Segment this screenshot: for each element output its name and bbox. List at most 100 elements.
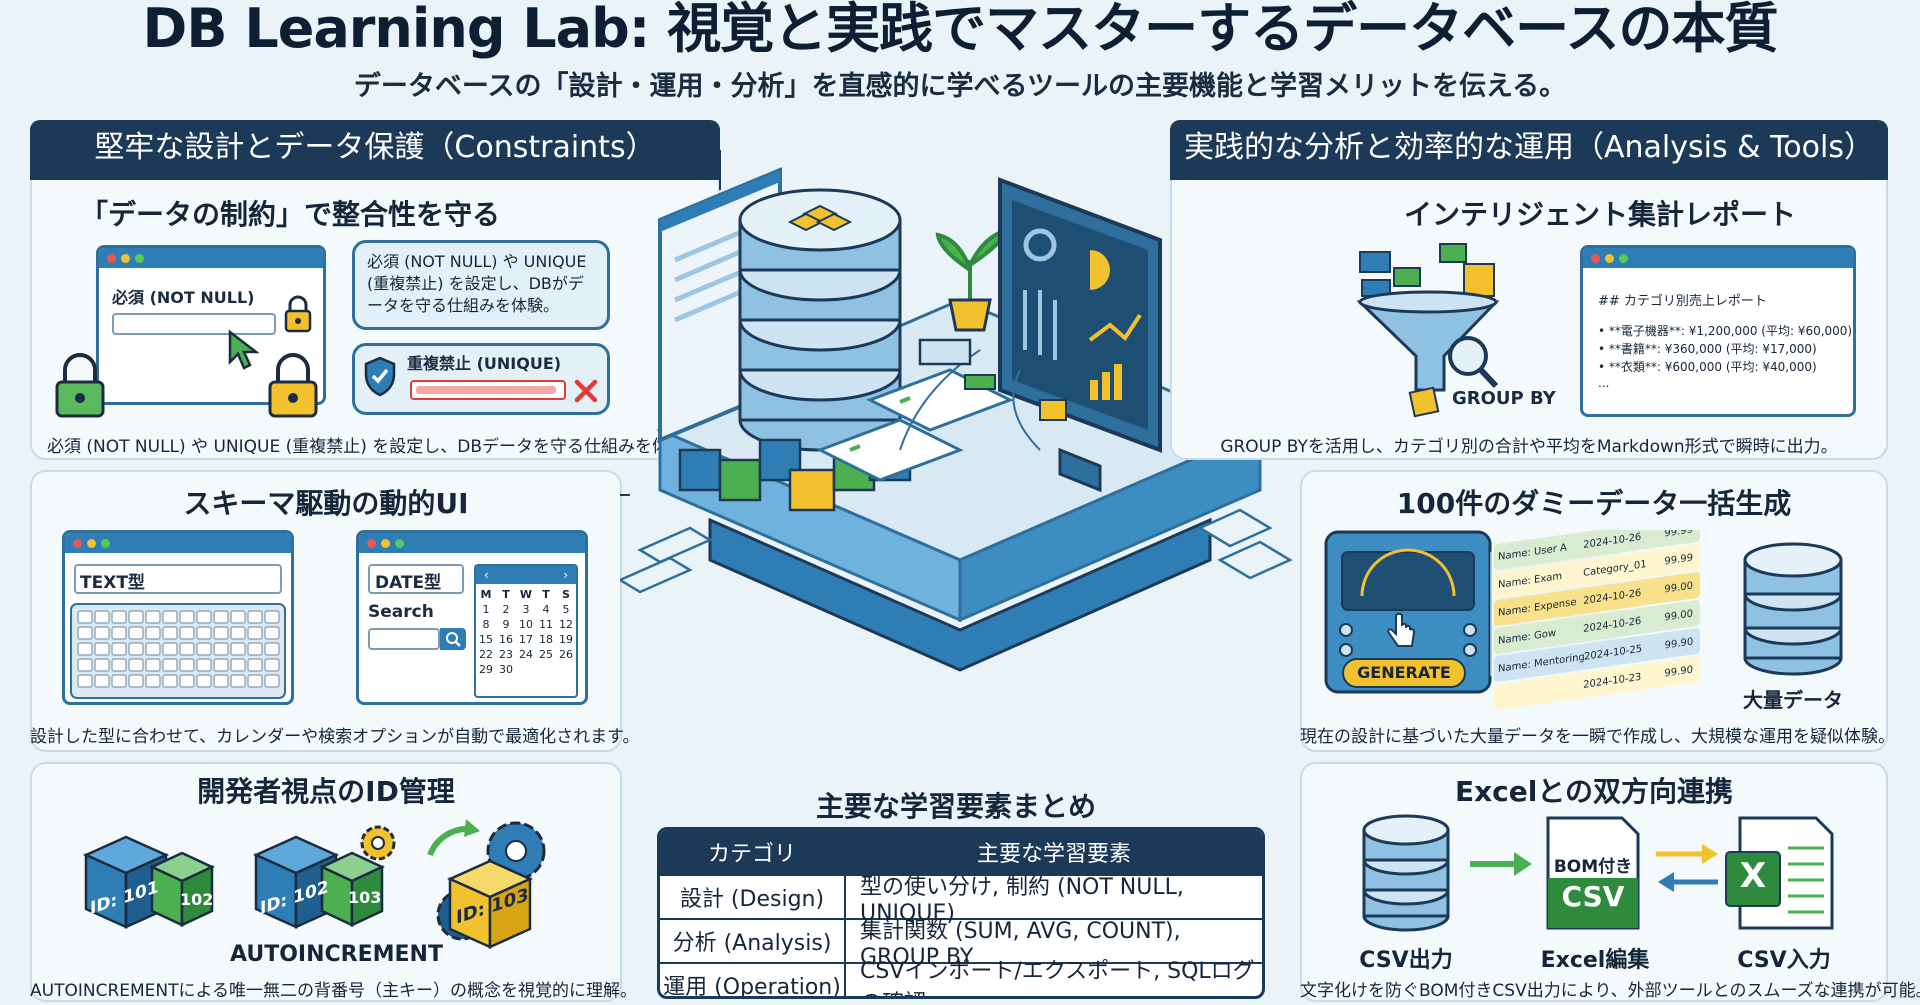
page-title: DB Learning Lab: 視覚と実践でマスターするデータベースの本質 [142, 0, 1779, 60]
csv-file-label: CSV [1561, 880, 1625, 913]
keyboard-key [179, 658, 195, 672]
dummy-data-caption: 現在の設計に基づいた大量データを一瞬で作成し、大規模な運用を疑似体験。 [1300, 727, 1895, 747]
calendar-date[interactable]: 11 [539, 618, 553, 631]
calendar-date[interactable]: 30 [499, 663, 513, 676]
not-null-label: 必須 (NOT NULL) [112, 288, 255, 307]
calendar-date[interactable]: 25 [539, 648, 553, 661]
calendar-date[interactable]: 2 [502, 603, 510, 616]
stream-cell: 2024-10-26 [1583, 615, 1642, 635]
hand-pointer-icon [1387, 612, 1416, 647]
keyboard-key [145, 642, 161, 656]
id-label-103-small: 103 [348, 888, 382, 907]
keyboard-key [145, 674, 161, 688]
stream-cell: 99.99 [1664, 530, 1694, 540]
keyboard-key [145, 610, 161, 624]
calendar-date[interactable]: 17 [519, 633, 533, 646]
keyboard-key [179, 674, 195, 688]
calendar-date[interactable]: 8 [482, 618, 490, 631]
constraints-caption: 必須 (NOT NULL) や UNIQUE (重複禁止) を設定し、DBデータ… [46, 437, 704, 457]
stream-cell: Name: Exam [1498, 570, 1563, 591]
stream-cell: 2024-10-25 [1584, 643, 1643, 663]
summary-table: カテゴリ 主要な学習要素 設計 (Design) 型の使い分け, 制約 (NOT… [657, 827, 1265, 999]
constraints-title: 「データの制約」で整合性を守る [79, 198, 500, 231]
calendar-weekday: S [562, 588, 570, 601]
calendar-date[interactable]: 19 [559, 633, 573, 646]
keyboard-key [247, 610, 263, 624]
keyboard-key [77, 658, 93, 672]
keyboard-key [94, 642, 110, 656]
lock-icon [284, 295, 312, 333]
calendar-date[interactable]: 10 [519, 618, 533, 631]
schema-ui-caption: 設計した型に合わせて、カレンダーや検索オプションが自動で最適化されます。 [30, 727, 640, 747]
keyboard-key [128, 610, 144, 624]
group-by-label: GROUP BY [1452, 388, 1556, 409]
keyboard-key [230, 610, 246, 624]
calendar-date[interactable]: 23 [499, 648, 513, 661]
autoincrement-label: AUTOINCREMENT [230, 942, 443, 967]
not-null-field[interactable] [112, 313, 276, 335]
keyboard-key [230, 642, 246, 656]
keyboard-key [179, 610, 195, 624]
calendar-date[interactable]: 5 [562, 603, 570, 616]
cursor-icon [228, 329, 260, 370]
report-heading: ## カテゴリ別売上レポート [1598, 294, 1767, 309]
calendar-date[interactable]: 29 [479, 663, 493, 676]
calendar-date[interactable]: 22 [479, 648, 493, 661]
calendar-date[interactable]: 18 [539, 633, 553, 646]
left-section-header: 堅牢な設計とデータ保護（Constraints） [30, 120, 720, 180]
keyboard-key [145, 626, 161, 640]
calendar-date[interactable]: 12 [559, 618, 573, 631]
calendar-date[interactable]: 26 [559, 648, 573, 661]
yellow-lock-icon [268, 353, 318, 418]
id-label-102-small: 102 [180, 890, 214, 909]
search-label: Search [368, 602, 434, 622]
search-input[interactable] [368, 628, 440, 650]
calendar-date[interactable]: 9 [502, 618, 510, 631]
chevron-left-icon[interactable]: ‹ [484, 568, 489, 582]
calendar-date[interactable]: 1 [482, 603, 490, 616]
calendar-date[interactable]: 15 [479, 633, 493, 646]
error-x-icon [574, 379, 598, 403]
table-row: 設計 (Design) 型の使い分け, 制約 (NOT NULL, UNIQUE… [660, 874, 1262, 926]
report-title: インテリジェント集計レポート [1403, 198, 1796, 231]
stream-cell: 99.99 [1664, 552, 1694, 568]
col-items-header: 主要な学習要素 [976, 842, 1131, 867]
excel-flow-illustration [1362, 814, 1834, 932]
calendar-date[interactable]: 4 [542, 603, 550, 616]
calendar-weekday: M [480, 588, 492, 601]
stream-cell: 99.90 [1664, 664, 1694, 680]
keyboard-key [264, 610, 280, 624]
bom-label: BOM付き [1553, 857, 1633, 877]
stream-cell: Name: User A [1498, 541, 1567, 563]
keyboard-key [145, 658, 161, 672]
keyboard-key [162, 674, 178, 688]
search-button[interactable] [440, 628, 466, 650]
calendar-date[interactable]: 3 [522, 603, 530, 616]
id-mgmt-caption: AUTOINCREMENTによる唯一無二の背番号（主キー）の概念を視覚的に理解。 [30, 981, 637, 1001]
keyboard-key [213, 626, 229, 640]
keyboard-key [162, 626, 178, 640]
database-icon [1743, 542, 1843, 676]
generate-button[interactable]: GENERATE [1342, 658, 1466, 688]
unique-field[interactable] [410, 380, 566, 400]
keyboard-key [247, 626, 263, 640]
keyboard-key [179, 642, 195, 656]
keyboard-key [247, 674, 263, 688]
keyboard-key [230, 674, 246, 688]
calendar-date[interactable]: 16 [499, 633, 513, 646]
text-type-field[interactable] [74, 564, 282, 594]
calendar-date[interactable]: 24 [519, 648, 533, 661]
chevron-right-icon[interactable]: › [563, 568, 568, 582]
stream-cell: Name: Gow [1498, 627, 1557, 647]
excel-caption: 文字化けを防ぐBOM付きCSV出力により、外部ツールとのスムーズな連携が可能。 [1300, 981, 1920, 1001]
excel-title: Excelとの双方向連携 [1454, 775, 1734, 808]
keyboard-key [162, 610, 178, 624]
text-type-label: TEXT型 [80, 573, 145, 593]
center-illustration [620, 150, 1293, 672]
keyboard-key [94, 610, 110, 624]
report-caption: GROUP BYを活用し、カテゴリ別の合計や平均をMarkdown形式で瞬時に出… [1220, 437, 1838, 457]
right-section-header: 実践的な分析と効率的な運用（Analysis & Tools） [1170, 120, 1888, 180]
date-type-field[interactable] [368, 564, 464, 594]
